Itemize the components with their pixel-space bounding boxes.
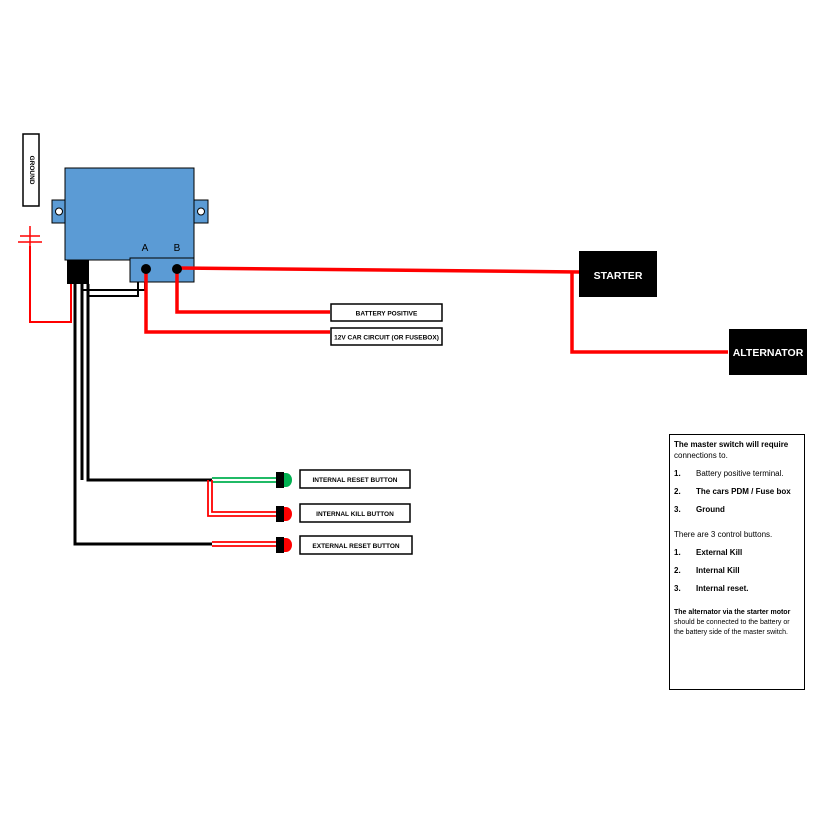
mount-hole-left-icon (55, 207, 63, 216)
wire-battery-positive (175, 272, 330, 314)
list-item: 2. Internal Kill (674, 566, 740, 575)
internal-reset-button-icon (276, 472, 292, 488)
wire-internal-kill-red-2 (207, 480, 278, 517)
notes-intro-bold: The master switch will require (674, 440, 789, 449)
notes-alt-bold: The alternator via the starter motor (674, 609, 791, 616)
connector-bus-wire (82, 282, 146, 291)
list-item: 2. The cars PDM / Fuse box (674, 487, 791, 496)
wire-car-circuit (144, 272, 330, 334)
wire-internal-reset-black (86, 284, 212, 482)
wire-starter-to-alternator (570, 272, 728, 354)
wire-to-starter (176, 266, 581, 274)
ground-connection: GROUND (18, 133, 72, 323)
wire-internal-kill-red (211, 480, 278, 513)
list-item: 3. Ground (674, 505, 725, 514)
mount-hole-right-icon (197, 207, 205, 216)
svg-text:12V CAR CIRCUIT (OR FUSEBOX): 12V CAR CIRCUIT (OR FUSEBOX) (334, 335, 439, 342)
label-internal-kill: INTERNAL KILL BUTTON (299, 503, 411, 523)
external-reset-button-icon (276, 537, 292, 553)
terminal-block (129, 257, 195, 283)
connector-bus-wire-2 (88, 282, 139, 297)
label-external-reset: EXTERNAL RESET BUTTON (299, 535, 413, 555)
wire-external-reset-black (73, 284, 212, 546)
svg-text:EXTERNAL RESET BUTTON: EXTERNAL RESET BUTTON (312, 543, 399, 550)
module-body (64, 167, 195, 261)
ground-wire (29, 246, 72, 323)
terminal-a-post-icon (141, 264, 151, 274)
instructions-panel: The master switch will require connectio… (669, 434, 805, 690)
terminal-b-post-icon (172, 264, 182, 274)
svg-text:INTERNAL KILL BUTTON: INTERNAL KILL BUTTON (316, 511, 394, 518)
label-car-circuit: 12V CAR CIRCUIT (OR FUSEBOX) (330, 327, 443, 346)
list-item: 1. Battery positive terminal. (674, 469, 784, 478)
power-wires (144, 266, 728, 354)
notes-buttons-intro: There are 3 control buttons. (674, 530, 773, 539)
svg-text:BATTERY POSITIVE: BATTERY POSITIVE (356, 311, 418, 318)
notes-intro-rest: connections to. (674, 451, 728, 460)
ground-label: GROUND (28, 156, 35, 185)
notes-alt-rest: should be connected to the battery or th… (674, 619, 790, 636)
list-item: 3. Internal reset. (674, 584, 749, 593)
label-internal-reset: INTERNAL RESET BUTTON (299, 469, 411, 489)
label-alternator: ALTERNATOR (729, 329, 807, 375)
internal-kill-button-icon (276, 506, 292, 522)
ground-symbol-icon (18, 226, 42, 246)
master-switch-module: A B (51, 167, 209, 284)
connector-plug (67, 260, 89, 284)
label-starter: STARTER (579, 251, 657, 297)
list-item: 1. External Kill (674, 548, 743, 557)
label-battery-positive: BATTERY POSITIVE (330, 303, 443, 322)
svg-text:ALTERNATOR: ALTERNATOR (733, 347, 804, 359)
terminal-b-label: B (174, 243, 181, 254)
svg-text:STARTER: STARTER (594, 270, 643, 282)
ground-label-box (22, 133, 40, 207)
control-wires-black (73, 282, 212, 546)
svg-text:INTERNAL RESET BUTTON: INTERNAL RESET BUTTON (313, 477, 398, 484)
terminal-a-label: A (142, 243, 149, 254)
button-wires (207, 477, 278, 547)
